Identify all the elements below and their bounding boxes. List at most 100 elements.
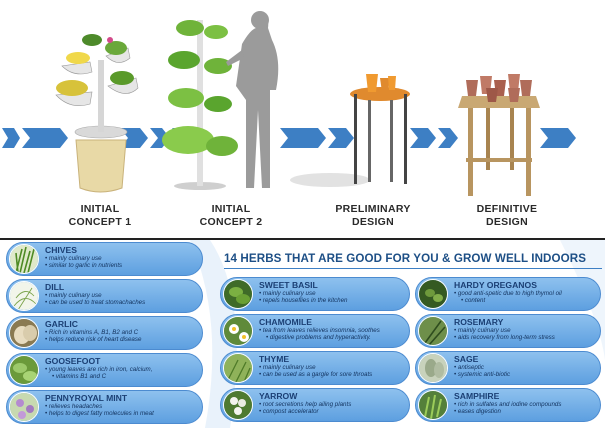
- herb-note: rich in sulfates and iodine compounds: [454, 401, 562, 408]
- herb-notes: relieves headaches helps to digest fatty…: [45, 403, 154, 417]
- herb-note: root secretions help ailing plants: [259, 401, 351, 408]
- rosemary-photo-icon: [418, 316, 448, 346]
- concept-label-line: INITIAL: [80, 203, 120, 215]
- herb-card-dill: DILL mainly culinary use can be used to …: [6, 279, 203, 313]
- herb-name: GARLIC: [45, 319, 78, 329]
- herb-note: similar to garlic in nutrients: [45, 262, 122, 269]
- progress-arrow-strip: [2, 128, 576, 148]
- concept-label-line: INITIAL: [211, 203, 251, 215]
- herb-name: THYME: [259, 354, 290, 364]
- herbs-infographic-section: 14 HERBS THAT ARE GOOD FOR YOU & GROW WE…: [0, 240, 605, 428]
- pennyroyal-photo-icon: [9, 392, 39, 422]
- herb-name: SAMPHIRE: [454, 391, 500, 401]
- herb-note: mainly culinary use: [45, 255, 122, 262]
- herb-notes: good anti-spetic due to high thymol oil …: [454, 290, 562, 304]
- herb-notes: mainly culinary use aids recovery from l…: [454, 327, 555, 341]
- herb-note: repels houseflies in the kitchen: [259, 297, 348, 304]
- herb-notes: young leaves are rich in iron, calcium, …: [45, 366, 153, 380]
- herb-note: aids recovery from long-term stress: [454, 334, 555, 341]
- herb-name: GOOSEFOOT: [45, 356, 101, 366]
- concept-label-line: DESIGN: [351, 216, 395, 228]
- herb-note: content: [454, 297, 562, 304]
- thyme-photo-icon: [223, 353, 253, 383]
- herb-notes: mainly culinary use repels houseflies in…: [259, 290, 348, 304]
- herb-note: helps to digest fatty molecules in meat: [45, 410, 154, 417]
- oregano-photo-icon: [418, 279, 448, 309]
- sage-photo-icon: [418, 353, 448, 383]
- herb-note: vitamins B1 and C: [45, 373, 152, 380]
- concept-label-line: DESIGN: [485, 216, 529, 228]
- herb-notes: tea from leaves relieves insomnia, sooth…: [259, 327, 380, 341]
- herb-name: YARROW: [259, 391, 298, 401]
- herb-name: CHIVES: [45, 245, 77, 255]
- design-evolution-section: INITIAL CONCEPT 1 INITIAL CONCEPT 2 PREL…: [2, 11, 576, 229]
- concept-label-definitive: DEFINITIVE DESIGN: [452, 203, 562, 229]
- herb-note: systemic anti-biotic: [454, 371, 510, 378]
- herb-note: mainly culinary use: [259, 364, 372, 371]
- concept-2-vertical-garden-illustration: [162, 11, 279, 190]
- chamomile-photo-icon: [223, 316, 253, 346]
- concept-label-initial-1: INITIAL CONCEPT 1: [45, 203, 155, 229]
- herb-note: antiseptic: [454, 364, 510, 371]
- herb-note: relieves headaches: [45, 403, 154, 410]
- herb-note: tea from leaves relieves insomnia, sooth…: [259, 327, 380, 334]
- herb-notes: mainly culinary use can be used as a gar…: [259, 364, 372, 378]
- herb-name: CHAMOMILE: [259, 317, 312, 327]
- herb-note: mainly culinary use: [259, 290, 348, 297]
- herb-note: compost accelerator: [259, 408, 351, 415]
- herb-note: young leaves are rich in iron, calcium,: [45, 366, 153, 373]
- concept-label-line: PRELIMINARY: [335, 203, 411, 215]
- herb-name: DILL: [45, 282, 65, 292]
- herb-card-pennyroyal-mint: PENNYROYAL MINT relieves headaches helps…: [6, 390, 203, 424]
- concept-label-initial-2: INITIAL CONCEPT 2: [176, 203, 286, 229]
- herb-notes: mainly culinary use can be used to treat…: [45, 292, 145, 306]
- herb-card-sweet-basil: SWEET BASIL mainly culinary use repels h…: [220, 277, 410, 311]
- herb-note: can be used to treat stomachaches: [45, 299, 145, 306]
- yarrow-photo-icon: [223, 390, 253, 420]
- herb-name: PENNYROYAL MINT: [45, 393, 128, 403]
- concept-1-planter-illustration: [55, 34, 139, 193]
- herb-card-chamomile: CHAMOMILE tea from leaves relieves insom…: [220, 314, 410, 348]
- herb-notes: Rich in vitamins A, B1, B2 and C helps r…: [45, 329, 142, 343]
- herb-notes: mainly culinary use similar to garlic in…: [45, 255, 122, 269]
- page-title: 14 HERBS THAT ARE GOOD FOR YOU & GROW WE…: [224, 252, 587, 265]
- garlic-photo-icon: [9, 318, 39, 348]
- dill-photo-icon: [9, 281, 39, 311]
- preliminary-design-table-illustration: [290, 74, 410, 187]
- herb-notes: root secretions help ailing plants compo…: [259, 401, 351, 415]
- herb-notes: rich in sulfates and iodine compounds ea…: [454, 401, 562, 415]
- herb-name: ROSEMARY: [454, 317, 504, 327]
- herb-card-garlic: GARLIC Rich in vitamins A, B1, B2 and C …: [6, 316, 203, 350]
- herb-note: can be used as a gargle for sore throats: [259, 371, 372, 378]
- section-divider: [0, 238, 605, 240]
- herb-card-thyme: THYME mainly culinary use can be used as…: [220, 351, 410, 385]
- concept-label-line: CONCEPT 2: [199, 216, 263, 228]
- herb-note: eases digestion: [454, 408, 561, 415]
- herb-note: mainly culinary use: [45, 292, 145, 299]
- definitive-design-table-illustration: [458, 74, 540, 196]
- concept-illustrations: [55, 11, 540, 196]
- goosefoot-photo-icon: [9, 355, 39, 385]
- herb-card-samphire: SAMPHIRE rich in sulfates and iodine com…: [415, 388, 601, 422]
- concept-label-line: DEFINITIVE: [476, 203, 538, 215]
- herb-name: SWEET BASIL: [259, 280, 318, 290]
- herb-note: mainly culinary use: [454, 327, 555, 334]
- concept-label-preliminary: PRELIMINARY DESIGN: [318, 203, 428, 229]
- herb-name: SAGE: [454, 354, 479, 364]
- herb-note: helps reduce risk of heart disease: [45, 336, 142, 343]
- herb-card-rosemary: ROSEMARY mainly culinary use aids recove…: [415, 314, 601, 348]
- herb-card-chives: CHIVES mainly culinary use similar to ga…: [6, 242, 203, 276]
- herb-card-yarrow: YARROW root secretions help ailing plant…: [220, 388, 410, 422]
- concept-label-line: CONCEPT 1: [68, 216, 132, 228]
- herb-note: good anti-spetic due to high thymol oil: [454, 290, 562, 297]
- herb-card-hardy-oreganos: HARDY OREGANOS good anti-spetic due to h…: [415, 277, 601, 311]
- samphire-photo-icon: [418, 390, 448, 420]
- herb-note: Rich in vitamins A, B1, B2 and C: [45, 329, 141, 336]
- herb-name: HARDY OREGANOS: [454, 280, 537, 290]
- herb-card-sage: SAGE antiseptic systemic anti-biotic: [415, 351, 601, 385]
- chives-photo-icon: [9, 244, 39, 274]
- basil-photo-icon: [223, 279, 253, 309]
- herb-note: digestive problems and hyperactivity.: [259, 334, 380, 341]
- herb-notes: antiseptic systemic anti-biotic: [454, 364, 510, 378]
- herb-card-goosefoot: GOOSEFOOT young leaves are rich in iron,…: [6, 353, 203, 387]
